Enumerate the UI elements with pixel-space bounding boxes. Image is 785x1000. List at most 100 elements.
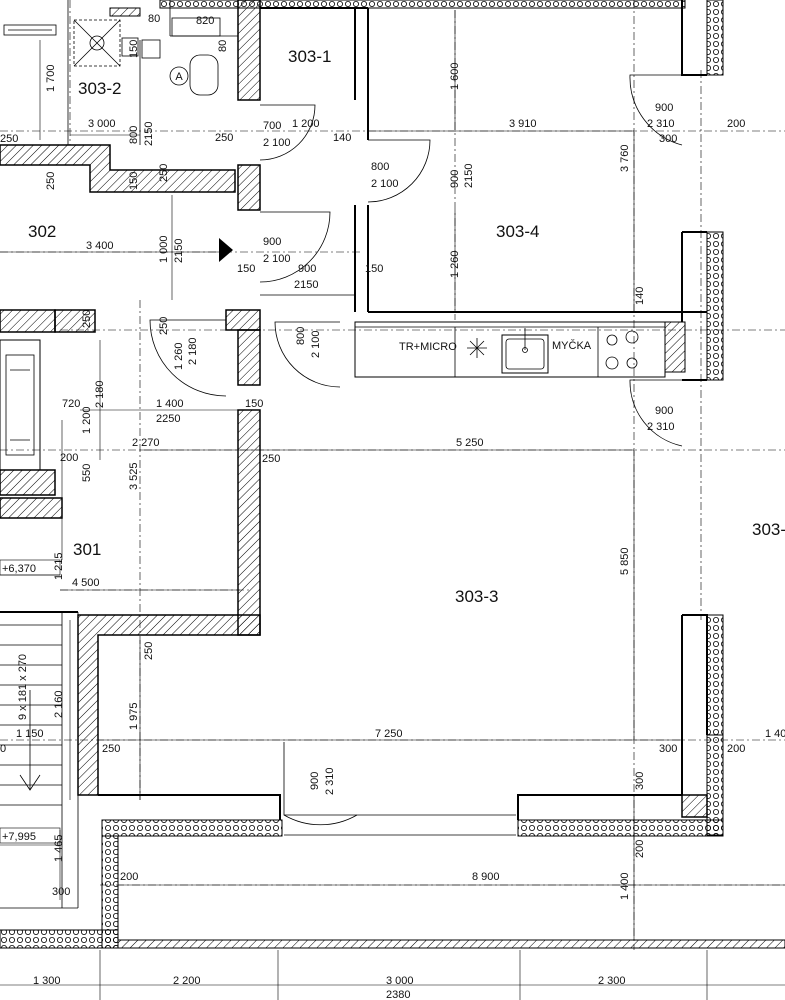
dim-text: 5 250 bbox=[456, 437, 484, 449]
doors bbox=[149, 74, 683, 826]
dim-text: 1 465 bbox=[53, 834, 65, 862]
room-301-label: 301 bbox=[73, 540, 101, 559]
dim-text: 2 310 bbox=[324, 767, 336, 795]
dim-text: 140 bbox=[634, 287, 646, 305]
dim-text: 8 900 bbox=[472, 871, 500, 883]
dim-text: 700 bbox=[263, 120, 281, 132]
dim-text: 1 40 bbox=[765, 728, 785, 740]
dim-text: 250 bbox=[158, 164, 170, 182]
dim-text: 2 310 bbox=[647, 118, 675, 130]
dim-text: 2 180 bbox=[94, 380, 106, 408]
dim-text: 720 bbox=[62, 398, 80, 410]
dim-text: 1 400 bbox=[156, 398, 184, 410]
level-marks: +6,370 +7,995 9 x 181 x 270 bbox=[2, 563, 36, 843]
room-303-4-label: 303-4 bbox=[496, 222, 539, 241]
dim-text: 1 000 bbox=[158, 235, 170, 263]
dim-text: 2 160 bbox=[53, 690, 65, 718]
dim-text: 800 bbox=[128, 126, 140, 144]
dim-text: 300 bbox=[634, 772, 646, 790]
dim-text: 1 150 bbox=[16, 728, 44, 740]
dim-text: 4 500 bbox=[72, 577, 100, 589]
dim-text: 900 bbox=[655, 102, 673, 114]
dim-text: 5 850 bbox=[619, 547, 631, 575]
dim-text: 1 600 bbox=[449, 62, 461, 90]
level-mark-2: +7,995 bbox=[2, 831, 36, 843]
dim-text: 250 bbox=[45, 172, 57, 190]
staircase bbox=[0, 612, 63, 908]
tr-micro-label: TR+MICRO bbox=[399, 341, 457, 353]
dim-text: 900 bbox=[655, 405, 673, 417]
wall-outlines bbox=[0, 0, 708, 909]
dim-text: 2 310 bbox=[647, 421, 675, 433]
dim-text: 2 180 bbox=[187, 337, 199, 365]
dim-text: 150 bbox=[245, 398, 263, 410]
room-303-3-label: 303-3 bbox=[455, 587, 498, 606]
dim-text: 2 270 bbox=[132, 437, 160, 449]
dim-text: 140 bbox=[333, 132, 351, 144]
dimension-lines bbox=[0, 10, 785, 1000]
dim-text: 200 bbox=[727, 118, 745, 130]
dim-text: 800 bbox=[371, 161, 389, 173]
dim-text: 250 bbox=[143, 642, 155, 660]
dim-text: 1 975 bbox=[128, 702, 140, 730]
dim-text: 150 bbox=[128, 40, 140, 58]
dim-text: 3 000 bbox=[386, 975, 414, 987]
dim-text: 1 260 bbox=[449, 250, 461, 278]
dim-text: 250 bbox=[158, 317, 170, 335]
stair-note: 9 x 181 x 270 bbox=[17, 654, 29, 720]
kitchen-counter: TR+MICRO MYČKA bbox=[354, 321, 666, 378]
toilet-mark: A bbox=[175, 71, 183, 83]
dim-text: 300 bbox=[52, 886, 70, 898]
dim-text: 2380 bbox=[386, 989, 410, 1000]
room-labels: 303-1 303-2 302 303-4 301 303-3 303- bbox=[28, 47, 785, 606]
room-302-label: 302 bbox=[28, 222, 56, 241]
dim-text: 2150 bbox=[294, 279, 318, 291]
dim-text: 1 215 bbox=[53, 552, 65, 580]
dim-text: 2 300 bbox=[598, 975, 626, 987]
dim-text: 250 bbox=[81, 310, 93, 328]
dim-text: 1 400 bbox=[619, 872, 631, 900]
structural-walls bbox=[0, 0, 708, 818]
dim-text: 80 bbox=[148, 13, 160, 25]
dimension-texts: 820 80 250 3 000 250 700 1 200 2 100 140… bbox=[0, 13, 785, 1000]
dimension-texts-vertical: 1 700 150 80 800 2150 1 600 250 150 250 … bbox=[45, 40, 646, 900]
dim-text: 250 bbox=[262, 453, 280, 465]
dim-text: 2 100 bbox=[310, 330, 322, 358]
dim-text: 1 300 bbox=[33, 975, 61, 987]
dim-text: 200 bbox=[727, 743, 745, 755]
bathroom-fixtures: A bbox=[3, 17, 221, 96]
room-303-1-label: 303-1 bbox=[288, 47, 331, 66]
dim-text: 200 bbox=[60, 452, 78, 464]
level-mark-1: +6,370 bbox=[2, 563, 36, 575]
dim-text: 1 700 bbox=[45, 64, 57, 92]
dim-text: 900 bbox=[263, 236, 281, 248]
dim-text: 300 bbox=[659, 133, 677, 145]
dim-text: 150 bbox=[237, 263, 255, 275]
dim-text: 1 200 bbox=[292, 118, 320, 130]
dim-text: 80 bbox=[217, 40, 229, 52]
dim-text: 200 bbox=[634, 840, 646, 858]
dim-text: 250 bbox=[102, 743, 120, 755]
dim-text: 150 bbox=[365, 263, 383, 275]
dim-text: 3 525 bbox=[128, 462, 140, 490]
dim-text: 1 260 bbox=[173, 342, 185, 370]
dim-text: 2150 bbox=[463, 164, 475, 188]
dim-text: 200 bbox=[120, 871, 138, 883]
dim-text: 3 400 bbox=[86, 240, 114, 252]
dim-text: 250 bbox=[0, 133, 18, 145]
dim-text: 250 bbox=[215, 132, 233, 144]
dim-text: 820 bbox=[196, 15, 214, 27]
dim-text: 3 760 bbox=[619, 144, 631, 172]
shaft bbox=[0, 339, 41, 471]
dim-text: 900 bbox=[309, 772, 321, 790]
dim-text: 2 100 bbox=[371, 178, 399, 190]
insulation-walls bbox=[0, 0, 785, 949]
dim-text: 300 bbox=[659, 743, 677, 755]
dim-text: 0 bbox=[0, 743, 6, 755]
dim-text: 900 bbox=[449, 170, 461, 188]
room-303-2-label: 303-2 bbox=[78, 79, 121, 98]
dim-text: 2250 bbox=[156, 413, 180, 425]
dim-text: 2 100 bbox=[263, 253, 291, 265]
dim-text: 2150 bbox=[173, 239, 185, 263]
